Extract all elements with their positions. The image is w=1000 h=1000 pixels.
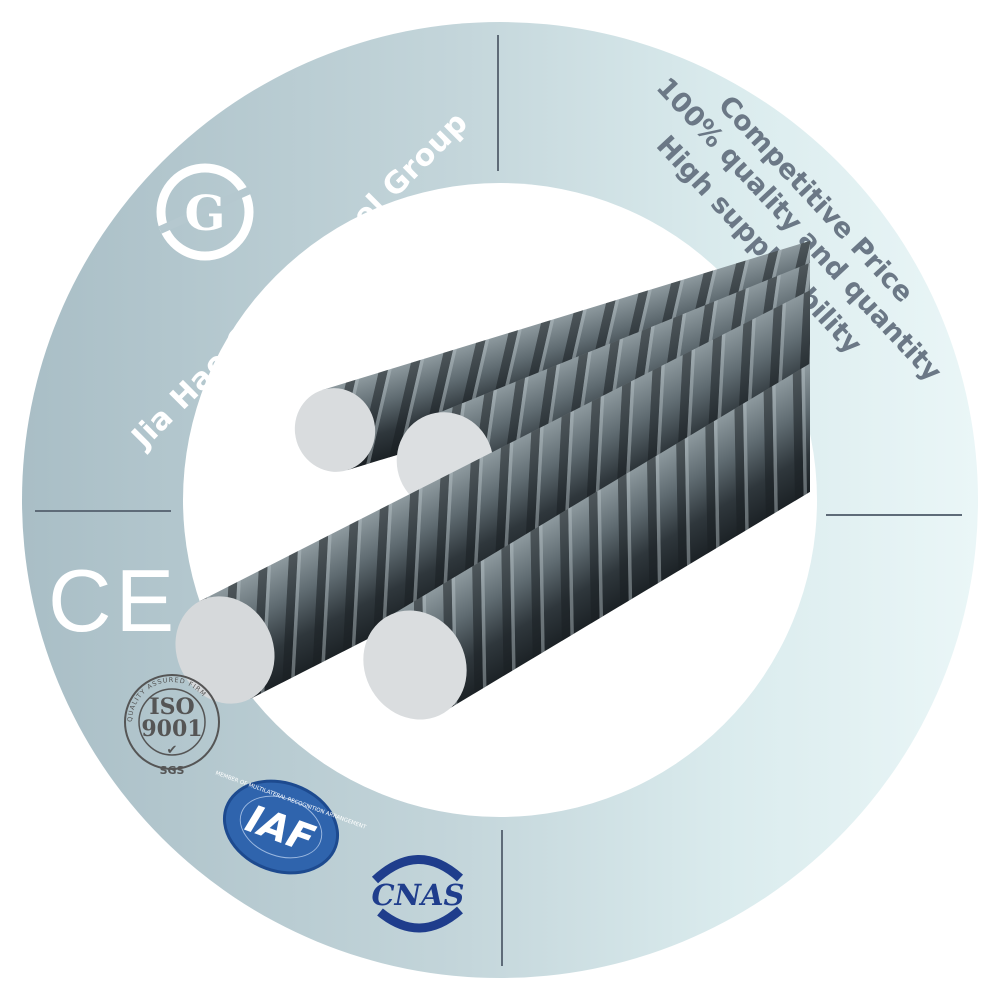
svg-text:CNAS: CNAS <box>371 878 464 912</box>
svg-text:9001: 9001 <box>141 716 202 742</box>
svg-text:G: G <box>185 186 226 242</box>
iso-9001-logo: ISO 9001 ✔ SGS QUALITY ASSURED FIRM <box>124 674 220 777</box>
rebar-group <box>175 226 810 720</box>
svg-text:SGS: SGS <box>160 764 185 777</box>
svg-text:✔: ✔ <box>167 743 178 758</box>
divider-left <box>35 510 171 512</box>
iaf-logo: IAF MEMBER OF MULTILATERAL RECOGNITION A… <box>214 771 367 875</box>
rebar-end <box>294 388 376 472</box>
divider-right <box>826 514 962 516</box>
divider-top <box>497 35 499 171</box>
rebar-end <box>175 596 275 704</box>
cnas-logo: CNAS <box>371 855 465 933</box>
svg-text:ISO: ISO <box>149 694 194 720</box>
rebar <box>363 350 810 720</box>
ce-mark: CE <box>48 551 179 650</box>
rebar-end <box>363 610 467 720</box>
divider-bottom <box>501 830 503 966</box>
brand-logo-icon: G <box>156 163 254 261</box>
rebar <box>175 283 810 704</box>
